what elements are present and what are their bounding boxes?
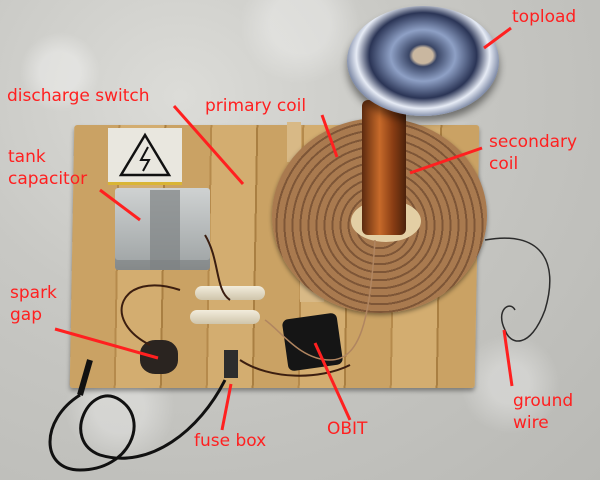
label-obit: OBIT [327,419,368,439]
capacitor-tape [150,190,180,270]
label-discharge-switch: discharge switch [7,86,150,106]
label-spark-gap-line2: gap [10,305,42,325]
label-topload: topload [512,7,577,27]
resistor-bottom [190,310,260,324]
secondary-coil [362,100,406,235]
label-primary-coil: primary coil [205,96,307,116]
fuse-box [224,350,238,378]
label-tank-capacitor-line1: tank [8,147,46,167]
spark-gap [140,340,178,374]
label-ground-wire-line2: wire [513,413,549,433]
high-voltage-warning-icon [118,132,172,177]
topload-torus [347,6,499,116]
high-voltage-sign [108,128,182,185]
label-tank-capacitor-line2: capacitor [8,169,88,189]
label-spark-gap-line1: spark [10,283,57,303]
resistor-top [195,286,265,300]
label-secondary-coil-line1: secondary [489,132,578,152]
label-secondary-coil-line2: coil [489,154,519,174]
label-ground-wire-line1: ground [513,391,574,411]
annotation-pointers [54,26,514,431]
label-fuse-box: fuse box [194,431,267,451]
